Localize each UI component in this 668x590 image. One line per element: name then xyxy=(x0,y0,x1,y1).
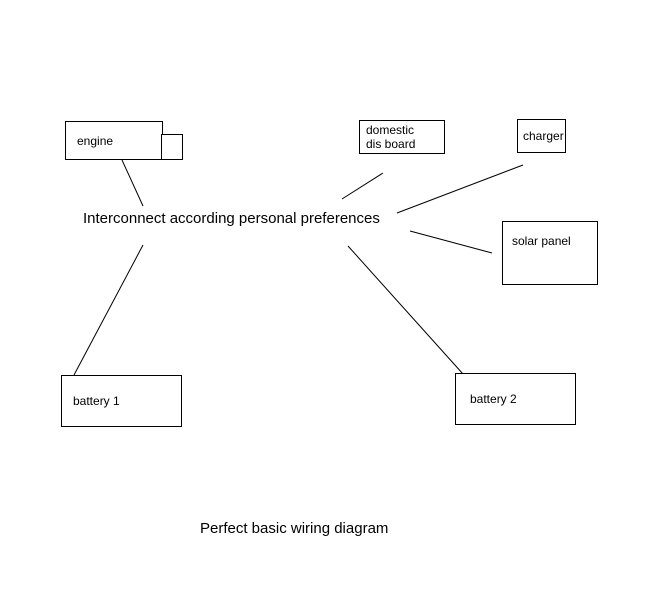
node-battery-2-label: battery 2 xyxy=(470,392,517,406)
node-engine: engine xyxy=(65,121,163,160)
diagram-title: Perfect basic wiring diagram xyxy=(200,520,389,537)
node-domestic-dis-board-label: domestic dis board xyxy=(366,123,416,151)
node-battery-2: battery 2 xyxy=(455,373,576,425)
connector-center-to-battery2 xyxy=(347,245,464,375)
central-instruction-text: Interconnect according personal preferen… xyxy=(83,210,380,227)
node-charger: charger xyxy=(517,119,566,153)
connector-center-to-battery1 xyxy=(73,244,144,376)
connector-center-to-solar xyxy=(409,230,493,254)
connector-center-to-domestic xyxy=(341,172,384,200)
node-battery-1: battery 1 xyxy=(61,375,182,427)
node-engine-port xyxy=(161,134,183,160)
node-solar-panel: solar panel xyxy=(502,221,598,285)
connector-center-to-charger xyxy=(396,164,524,214)
connector-engine-to-center xyxy=(121,159,144,207)
node-domestic-dis-board: domestic dis board xyxy=(359,120,445,154)
node-engine-label: engine xyxy=(77,133,114,148)
node-battery-1-label: battery 1 xyxy=(73,394,120,408)
node-charger-label: charger xyxy=(523,129,564,143)
node-solar-panel-label: solar panel xyxy=(512,234,571,248)
